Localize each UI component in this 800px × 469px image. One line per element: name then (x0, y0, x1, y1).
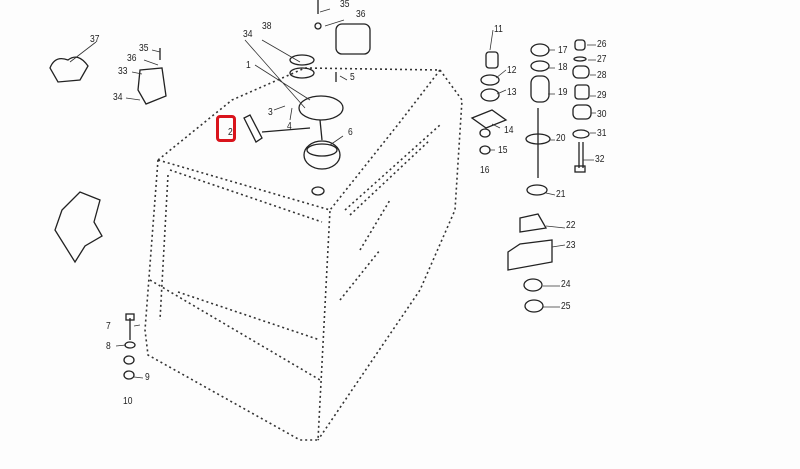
label-10: 10 (123, 396, 133, 407)
label-34-top: 34 (243, 29, 253, 40)
tank-side (317, 69, 463, 441)
label-4: 4 (287, 121, 292, 132)
label-15: 15 (498, 145, 508, 156)
highlight-box-part-2 (216, 115, 236, 142)
label-5: 5 (350, 72, 355, 83)
label-16: 16 (480, 165, 490, 176)
label-13: 13 (507, 87, 517, 98)
label-14: 14 (504, 125, 514, 136)
label-17: 17 (558, 45, 568, 56)
tank-front (144, 159, 331, 441)
tank-top (156, 67, 442, 211)
label-26: 26 (597, 39, 607, 50)
label-32: 32 (595, 154, 605, 165)
label-18: 18 (558, 62, 568, 73)
label-1: 1 (246, 60, 251, 71)
label-9: 9 (145, 372, 150, 383)
label-20: 20 (556, 133, 566, 144)
label-37: 37 (90, 34, 100, 45)
label-29: 29 (597, 90, 607, 101)
label-21: 21 (556, 189, 566, 200)
label-28: 28 (597, 70, 607, 81)
label-27: 27 (597, 54, 607, 65)
label-3: 3 (268, 107, 273, 118)
label-30: 30 (597, 109, 607, 120)
label-22: 22 (566, 220, 576, 231)
label-7: 7 (106, 321, 111, 332)
label-35-top: 35 (340, 0, 350, 10)
label-31: 31 (597, 128, 607, 139)
label-11: 11 (494, 24, 503, 35)
direction-arrow (54, 191, 103, 264)
label-19: 19 (558, 87, 568, 98)
label-6: 6 (348, 127, 353, 138)
label-12: 12 (507, 65, 517, 76)
label-36-top: 36 (356, 9, 366, 20)
label-36-left: 36 (127, 53, 137, 64)
label-23: 23 (566, 240, 576, 251)
label-33: 33 (118, 66, 128, 77)
label-2: 2 (228, 127, 233, 138)
label-8: 8 (106, 341, 111, 352)
label-25: 25 (561, 301, 571, 312)
label-34-left: 34 (113, 92, 123, 103)
label-35-left: 35 (139, 43, 149, 54)
label-38: 38 (262, 21, 272, 32)
label-24: 24 (561, 279, 571, 290)
